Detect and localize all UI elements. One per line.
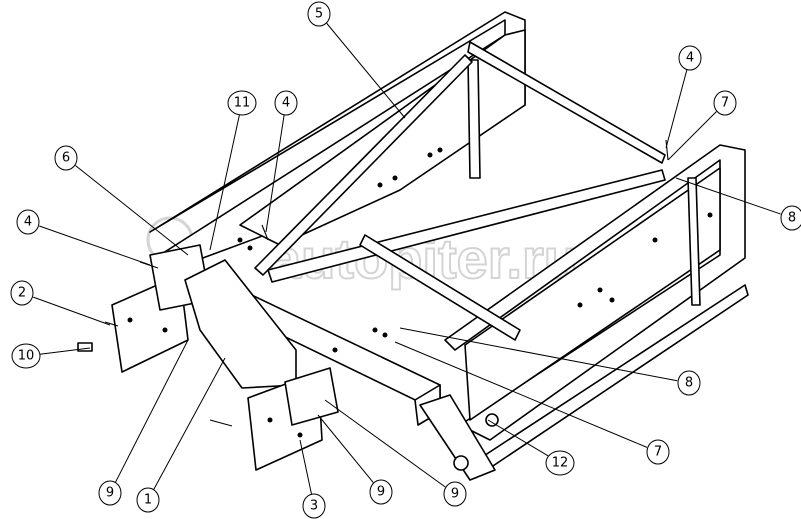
callout-4: 4: [665, 45, 702, 149]
callout-label: 8: [685, 376, 693, 391]
callout-1: 1: [136, 357, 226, 513]
callout-label: 9: [451, 487, 459, 502]
callout-12: 12: [487, 419, 575, 476]
callout-label: 5: [315, 7, 323, 22]
leader-line: [33, 296, 111, 326]
leader-line: [675, 177, 781, 215]
leader-line: [317, 414, 374, 484]
right-post: [687, 177, 701, 306]
callout-6: 6: [54, 145, 189, 256]
callout-11: 11: [209, 90, 257, 251]
leader-line: [115, 339, 189, 483]
callout-bubble: [678, 45, 702, 71]
callout-label: 10: [18, 349, 35, 364]
callout-bubble: [302, 493, 326, 519]
callout-bubble: [54, 145, 78, 171]
callout-label: 9: [377, 485, 385, 500]
callout-bubble: [780, 205, 801, 231]
callout-bubble: [11, 343, 41, 369]
callout-bubble: [16, 209, 40, 235]
middle-cross-tube: [359, 234, 521, 341]
callout-bubble: [98, 480, 122, 506]
left-side-plate: [239, 29, 526, 246]
callout-label: 12: [552, 456, 569, 471]
callout-2: 2: [10, 280, 111, 326]
callout-10: 10: [11, 343, 91, 369]
diagonal-rod: [254, 54, 473, 276]
leader-line: [324, 399, 446, 488]
callout-bubble: [646, 439, 670, 465]
callout-7: 7: [667, 90, 737, 161]
support-hole: [453, 455, 469, 471]
leader-line: [394, 341, 648, 448]
callouts: 5 4 7 8 11 4 6 4 2 10 9 1 3 9 9 12 7 8: [10, 1, 801, 519]
callout-5: 5: [307, 1, 406, 119]
callout-4: 4: [265, 90, 298, 233]
callout-4: 4: [16, 209, 151, 266]
leader-line: [326, 22, 406, 119]
leader-line: [265, 114, 285, 233]
callout-3: 3: [299, 439, 326, 519]
callout-bubble: [545, 450, 575, 476]
callout-bubble: [227, 90, 257, 116]
callout-bubble: [136, 487, 160, 513]
callout-label: 9: [106, 486, 114, 501]
callout-label: 4: [686, 51, 694, 66]
leader-line: [399, 327, 678, 382]
holes: [127, 147, 713, 438]
leader-line: [299, 439, 312, 495]
callout-7: 7: [394, 341, 670, 465]
callout-8: 8: [675, 177, 801, 231]
top-cross-rod: [467, 41, 666, 164]
callout-label: 1: [144, 493, 152, 508]
leader-line: [75, 165, 189, 256]
callout-8: 8: [399, 327, 701, 396]
callout-9: 9: [98, 339, 189, 506]
callout-bubble: [443, 481, 467, 507]
callout-label: 11: [234, 96, 251, 111]
leader-line: [153, 357, 226, 490]
right-side-plate: [464, 167, 721, 421]
brace-hole: [485, 413, 499, 427]
callout-bubble: [369, 479, 393, 505]
callout-bubble: [307, 1, 331, 27]
leader-line: [487, 419, 550, 458]
leader-line: [37, 347, 91, 356]
callout-label: 7: [721, 96, 729, 111]
leader-line: [665, 69, 688, 149]
callout-bubble: [10, 280, 34, 306]
callout-label: 7: [654, 445, 662, 460]
callout-label: 2: [18, 286, 26, 301]
callout-label: 4: [282, 96, 290, 111]
leader-line: [39, 225, 151, 266]
callout-label: 6: [62, 151, 70, 166]
right-side-frame: [444, 144, 746, 441]
support-brace: [419, 394, 496, 481]
long-brace: [267, 169, 666, 283]
bottom-bracket-inner: [284, 367, 339, 426]
callout-bubble: [677, 370, 701, 396]
callout-label: 8: [788, 211, 796, 226]
callout-9: 9: [324, 399, 467, 507]
callout-bubble: [274, 90, 298, 116]
rear-left-post: [467, 59, 481, 179]
callout-9: 9: [317, 414, 393, 505]
callout-label: 3: [310, 499, 318, 514]
leader-line: [209, 114, 240, 251]
callout-bubble: [713, 90, 737, 116]
leader-line: [667, 111, 717, 161]
callout-label: 4: [24, 215, 32, 230]
